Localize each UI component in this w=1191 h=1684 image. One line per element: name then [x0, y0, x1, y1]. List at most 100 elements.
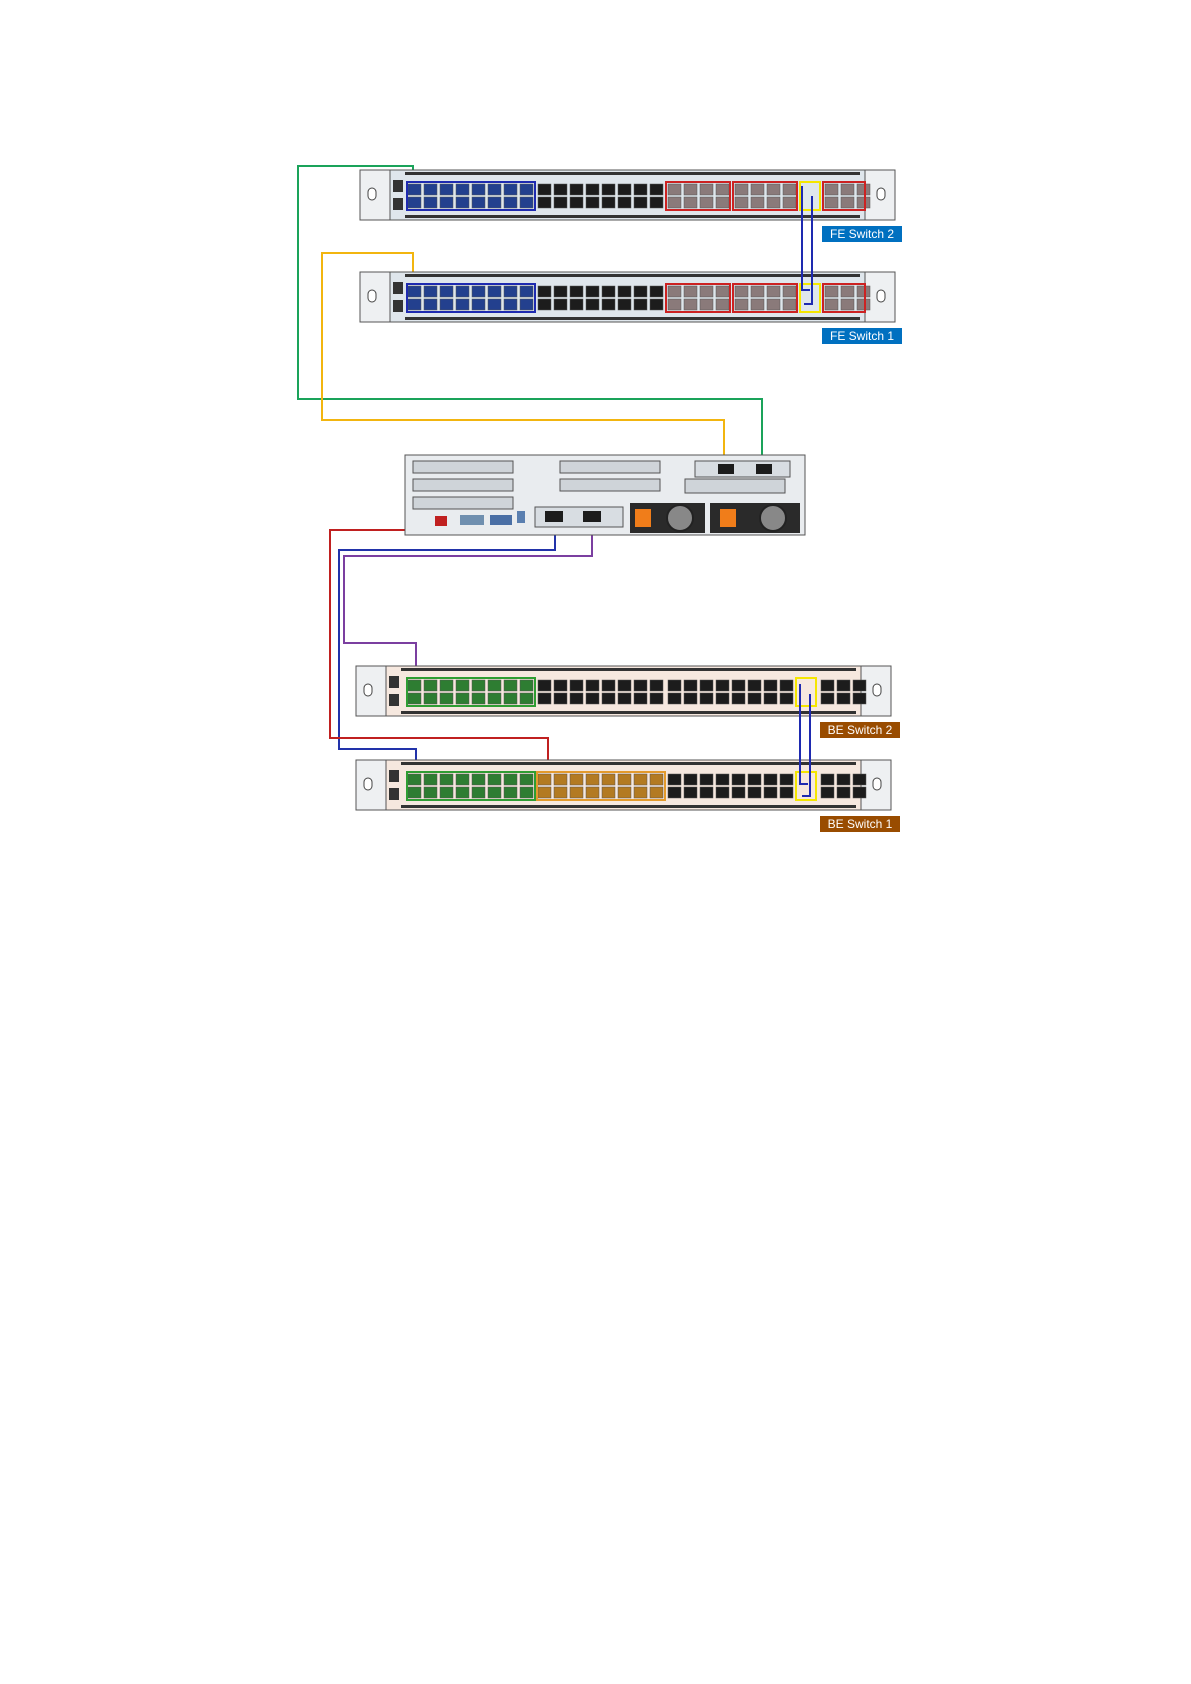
- vent-strip-bottom: [401, 805, 856, 808]
- switch-port: [764, 787, 777, 798]
- switch-port: [700, 693, 713, 704]
- switch-port: [684, 286, 697, 297]
- switch-port: [472, 197, 485, 208]
- switch-port: [456, 184, 469, 195]
- switch-port: [554, 774, 567, 785]
- switch-port: [684, 299, 697, 310]
- cable-red-be1: [330, 528, 548, 770]
- switch-port: [570, 286, 583, 297]
- switch-port: [837, 680, 850, 691]
- switch-port: [488, 680, 501, 691]
- switch-port: [440, 787, 453, 798]
- switch-port: [570, 693, 583, 704]
- mount-hole: [877, 290, 885, 302]
- riser-slot: [413, 461, 513, 473]
- switch-port: [602, 787, 615, 798]
- switch-label: BE Switch 1: [828, 817, 893, 831]
- switch-port: [472, 299, 485, 310]
- switch-port: [751, 184, 764, 195]
- switch-port: [684, 774, 697, 785]
- power-inlet: [720, 509, 736, 527]
- mgmt-port: [393, 300, 403, 312]
- switch-port: [821, 680, 834, 691]
- switch-port: [700, 286, 713, 297]
- be-switch-1: BE Switch 1: [356, 760, 900, 832]
- switch-port: [634, 693, 647, 704]
- switch-port: [700, 184, 713, 195]
- switch-port: [650, 680, 663, 691]
- nic-port: [583, 511, 601, 522]
- switch-port: [570, 184, 583, 195]
- switch-port: [504, 774, 517, 785]
- switch-port: [650, 774, 663, 785]
- switch-port: [668, 184, 681, 195]
- switch-port: [700, 787, 713, 798]
- switch-port: [780, 693, 793, 704]
- switch-port: [825, 184, 838, 195]
- nic-port: [756, 464, 772, 474]
- nic-port: [545, 511, 563, 522]
- switch-port: [586, 693, 599, 704]
- switch-port: [538, 184, 551, 195]
- switch-port: [472, 787, 485, 798]
- switch-port: [684, 787, 697, 798]
- switch-port: [520, 299, 533, 310]
- switch-port: [602, 184, 615, 195]
- switch-port: [456, 680, 469, 691]
- switch-port: [634, 197, 647, 208]
- server: [405, 455, 805, 535]
- switch-port: [424, 184, 437, 195]
- riser-slot: [560, 461, 660, 473]
- switch-port: [538, 787, 551, 798]
- fan-2: [760, 505, 786, 531]
- switch-port: [618, 184, 631, 195]
- mount-hole: [364, 778, 372, 790]
- switch-port: [837, 787, 850, 798]
- vent-strip-bottom: [405, 215, 860, 218]
- switch-port: [570, 787, 583, 798]
- switch-port: [504, 184, 517, 195]
- switch-port: [488, 197, 501, 208]
- switch-port: [668, 197, 681, 208]
- switch-port: [700, 299, 713, 310]
- switch-port: [751, 299, 764, 310]
- switch-port: [700, 774, 713, 785]
- mount-hole: [873, 684, 881, 696]
- switch-port: [716, 693, 729, 704]
- switch-port: [472, 693, 485, 704]
- switch-port: [857, 184, 870, 195]
- switch-port: [538, 299, 551, 310]
- switch-port: [857, 197, 870, 208]
- switch-port: [520, 184, 533, 195]
- mgmt-port: [389, 676, 399, 688]
- switch-port: [472, 286, 485, 297]
- switch-port: [650, 197, 663, 208]
- switch-port: [668, 286, 681, 297]
- switch-port: [520, 774, 533, 785]
- switch-port: [538, 774, 551, 785]
- switch-port: [520, 787, 533, 798]
- switch-port: [586, 184, 599, 195]
- switch-port: [841, 299, 854, 310]
- riser-slot: [560, 479, 660, 491]
- switch-port: [408, 286, 421, 297]
- switch-port: [764, 693, 777, 704]
- switch-port: [783, 184, 796, 195]
- switch-port: [586, 197, 599, 208]
- riser-slot: [685, 479, 785, 493]
- switch-port: [634, 299, 647, 310]
- switch-port: [424, 299, 437, 310]
- switch-port: [748, 774, 761, 785]
- switch-port: [618, 299, 631, 310]
- switch-port: [841, 184, 854, 195]
- switch-port: [650, 693, 663, 704]
- switch-port: [440, 299, 453, 310]
- switch-port: [837, 693, 850, 704]
- switch-port: [618, 197, 631, 208]
- switch-port: [821, 774, 834, 785]
- vent-strip-top: [405, 172, 860, 175]
- switch-port: [780, 680, 793, 691]
- switch-port: [408, 197, 421, 208]
- switch-port: [424, 680, 437, 691]
